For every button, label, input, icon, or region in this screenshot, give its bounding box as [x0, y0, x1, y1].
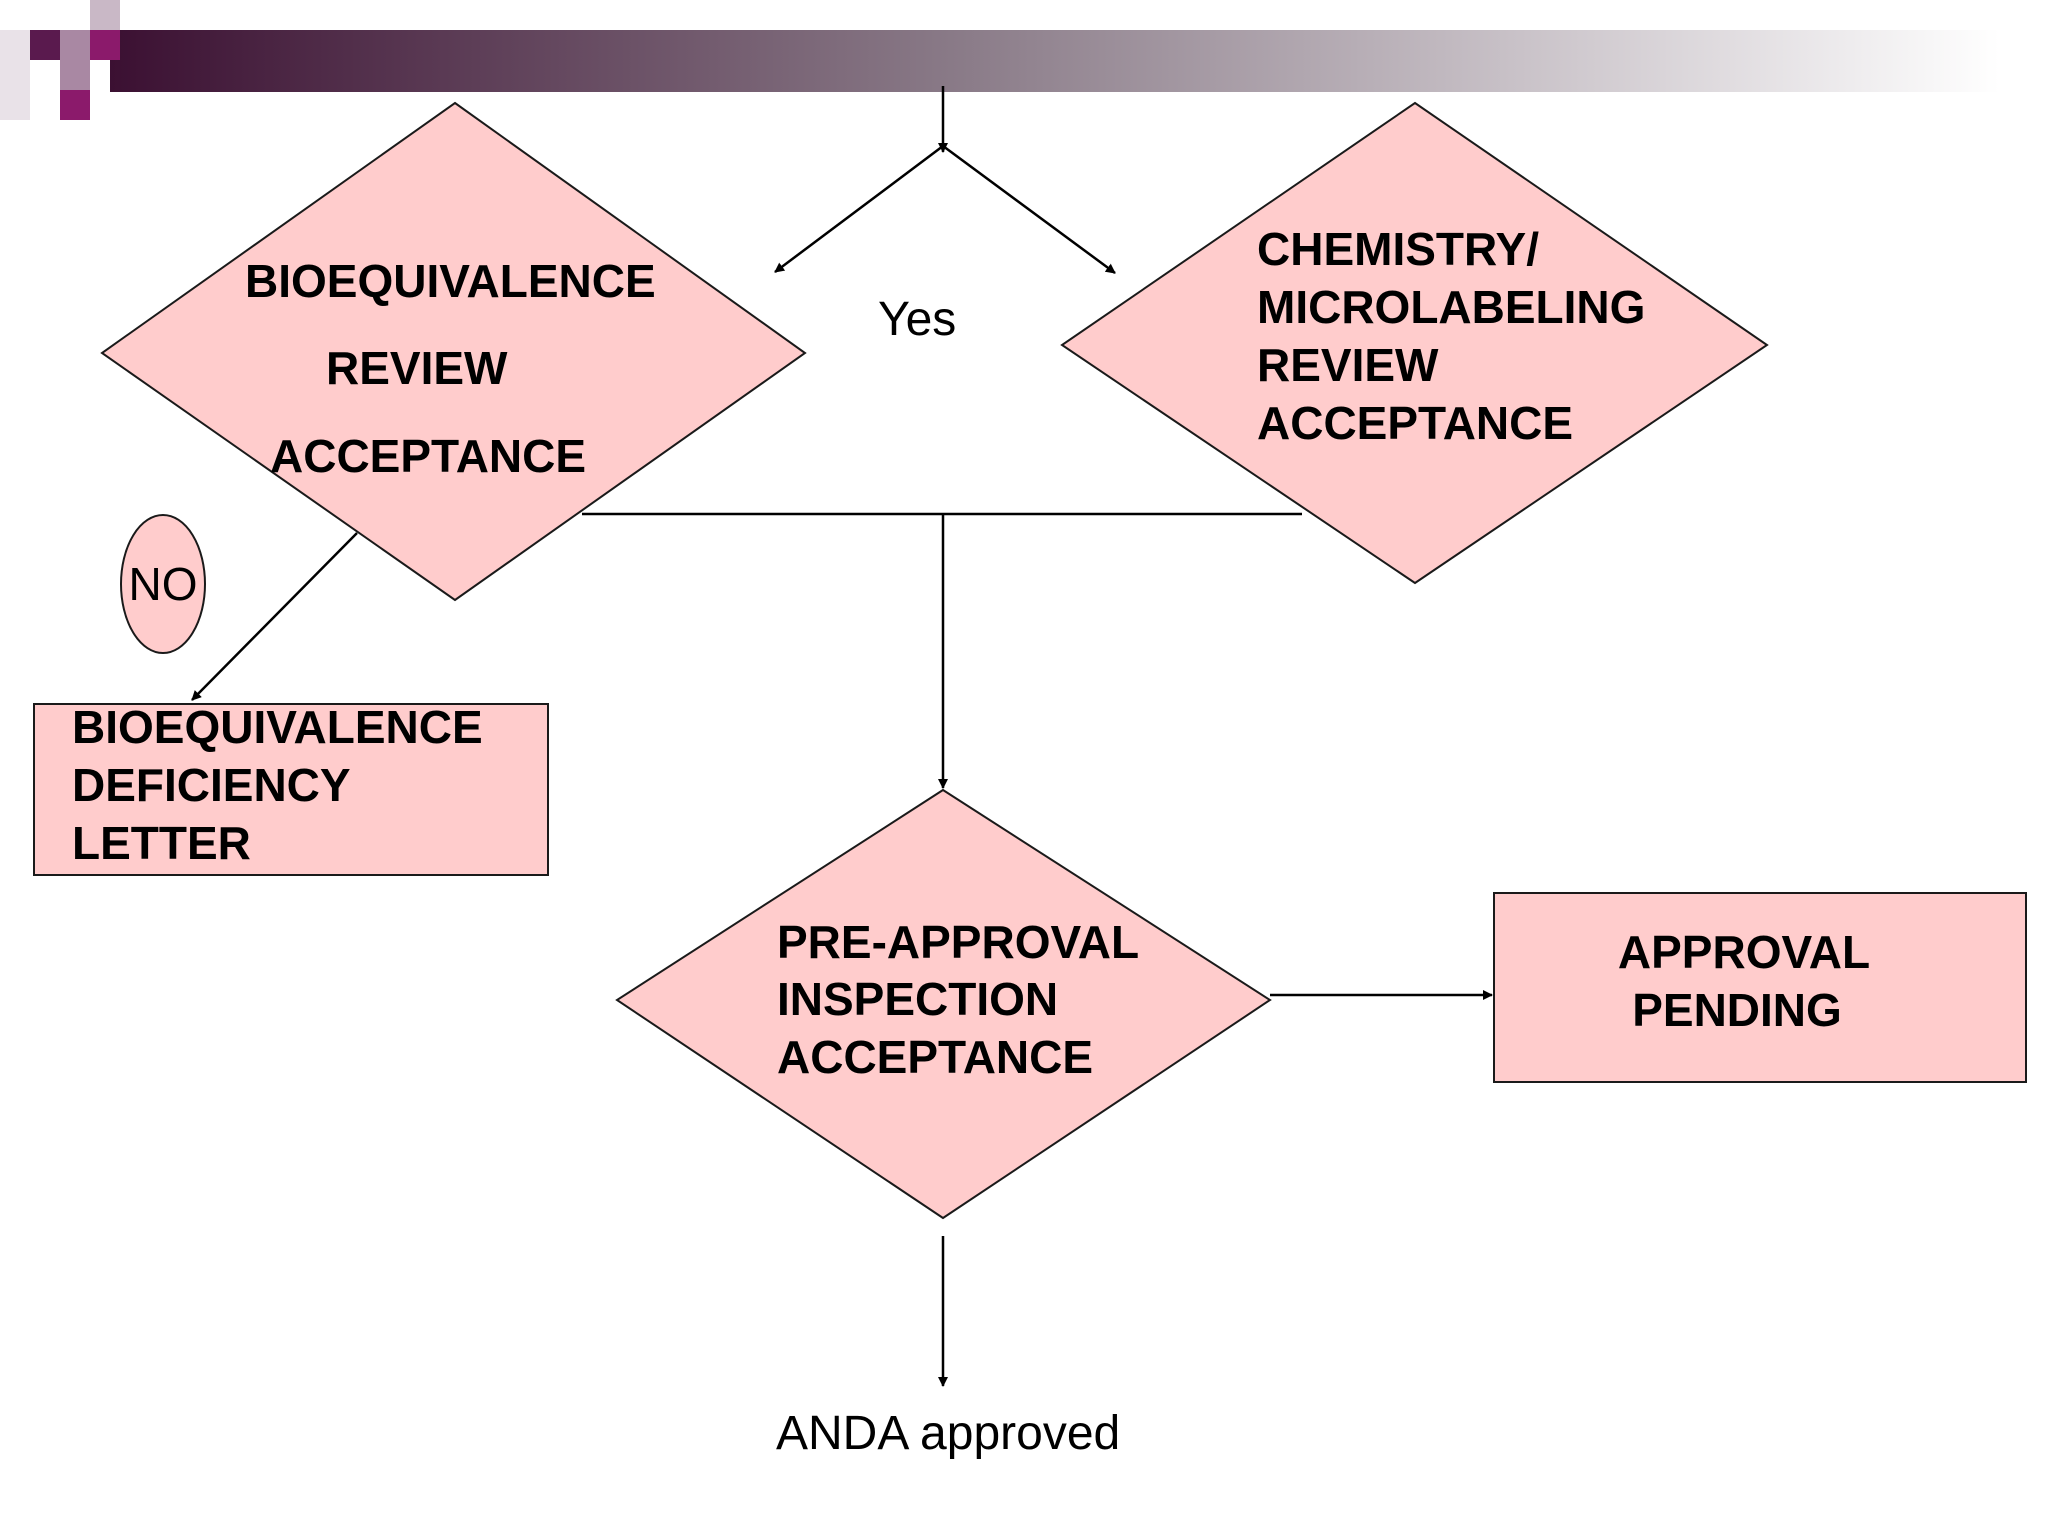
header-square-7 — [90, 0, 120, 30]
bioequivalence-diamond — [100, 101, 807, 602]
bioequivalence-line-2: REVIEW — [326, 342, 508, 394]
preapproval-decision: PRE-APPROVAL INSPECTION ACCEPTANCE — [615, 788, 1272, 1220]
chemistry-line-4: ACCEPTANCE — [1257, 397, 1573, 449]
anda-approved-label: ANDA approved — [776, 1407, 1120, 1460]
approval-box: APPROVAL PENDING — [1493, 892, 2027, 1083]
chemistry-line-2: MICROLABELING — [1257, 281, 1645, 333]
header-square-6 — [60, 60, 90, 90]
header-decoration — [0, 0, 2000, 120]
header-square-1 — [0, 0, 30, 30]
yes-arrow-right — [942, 144, 1116, 275]
header-gradient-bar — [110, 30, 2000, 92]
deficiency-line-3: LETTER — [72, 817, 251, 869]
no-marker: NO — [120, 514, 206, 654]
preapproval-line-3: ACCEPTANCE — [777, 1031, 1093, 1083]
preapproval-line-2: INSPECTION — [777, 973, 1058, 1025]
chemistry-decision: CHEMISTRY/ MICROLABELING REVIEW ACCEPTAN… — [1060, 101, 1769, 585]
header-square-4 — [60, 30, 90, 60]
chemistry-line-1: CHEMISTRY/ — [1257, 223, 1539, 275]
approval-line-1: APPROVAL — [1618, 926, 1870, 978]
chemistry-line-3: REVIEW — [1257, 339, 1439, 391]
approval-line-2: PENDING — [1632, 984, 1842, 1036]
no-label: NO — [129, 558, 198, 610]
deficiency-line-1: BIOEQUIVALENCE — [72, 701, 483, 753]
bioequivalence-decision: BIOEQUIVALENCE REVIEW ACCEPTANCE — [100, 101, 807, 602]
header-square-9 — [30, 60, 60, 90]
deficiency-rect — [33, 703, 549, 876]
no-arrow — [191, 532, 358, 701]
yes-arrow-left — [774, 145, 944, 273]
approval-rect — [1493, 892, 2027, 1083]
preapproval-diamond — [615, 788, 1272, 1220]
header-square-5 — [90, 30, 120, 60]
header-square-8 — [60, 90, 90, 120]
header-square-3 — [0, 30, 30, 120]
chemistry-diamond — [1060, 101, 1769, 585]
deficiency-line-2: DEFICIENCY — [72, 759, 351, 811]
no-ellipse — [120, 514, 206, 654]
bioequivalence-line-3: ACCEPTANCE — [270, 430, 586, 482]
yes-label: Yes — [878, 293, 956, 346]
connectors — [191, 86, 1493, 1387]
deficiency-box: BIOEQUIVALENCE DEFICIENCY LETTER — [33, 701, 549, 876]
preapproval-line-1: PRE-APPROVAL — [777, 916, 1139, 968]
header-square-2 — [30, 30, 60, 60]
bioequivalence-line-1: BIOEQUIVALENCE — [245, 255, 656, 307]
